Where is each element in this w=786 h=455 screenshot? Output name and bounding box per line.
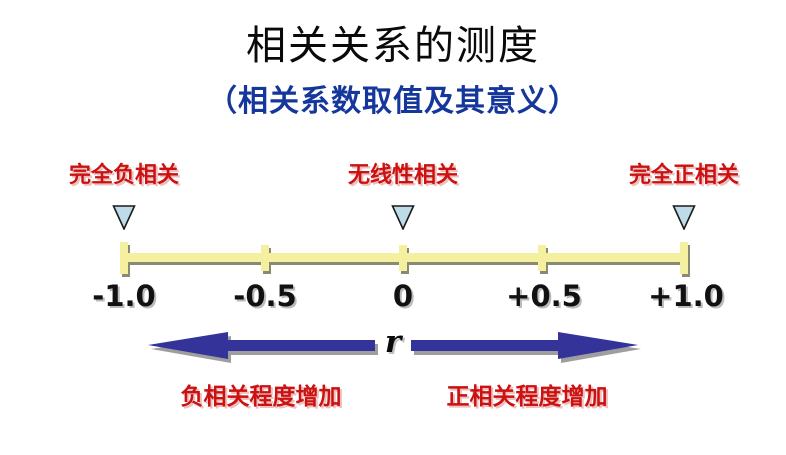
tick-label-plus-0-5: +0.5	[506, 279, 582, 313]
tick-plus-1	[680, 242, 688, 274]
page-title: 相关关系的测度	[246, 23, 540, 69]
left-arrow-negative	[148, 332, 375, 359]
tick-minus-0-5	[261, 245, 269, 271]
direction-arrows	[0, 326, 786, 372]
tick-minus-1	[120, 242, 128, 274]
tick-label-minus-0-5: -0.5	[233, 279, 297, 313]
tick-plus-0-5	[538, 245, 546, 271]
callout-label-no-linear: 无线性相关	[347, 163, 459, 188]
bottom-label-positive-increasing: 正相关程度增加	[446, 384, 608, 410]
bottom-label-negative-increasing: 负相关程度增加	[180, 384, 342, 410]
triangle-down-marker-no-linear	[391, 204, 415, 230]
correlation-scale-axis	[0, 240, 786, 286]
tick-zero	[399, 245, 407, 271]
correlation-symbol-r: r	[384, 324, 402, 360]
triangle-down-marker-perfect-positive	[672, 204, 696, 230]
callout-label-perfect-negative: 完全负相关	[68, 163, 180, 188]
triangle-down-marker-perfect-negative	[112, 204, 136, 230]
page-subtitle: （相关系数取值及其意义）	[207, 84, 579, 119]
callout-label-perfect-positive: 完全正相关	[628, 163, 740, 188]
tick-label-zero: 0	[392, 279, 414, 313]
tick-label-minus-1: -1.0	[92, 279, 156, 313]
tick-label-plus-1: +1.0	[648, 279, 724, 313]
right-arrow-positive	[411, 332, 638, 359]
